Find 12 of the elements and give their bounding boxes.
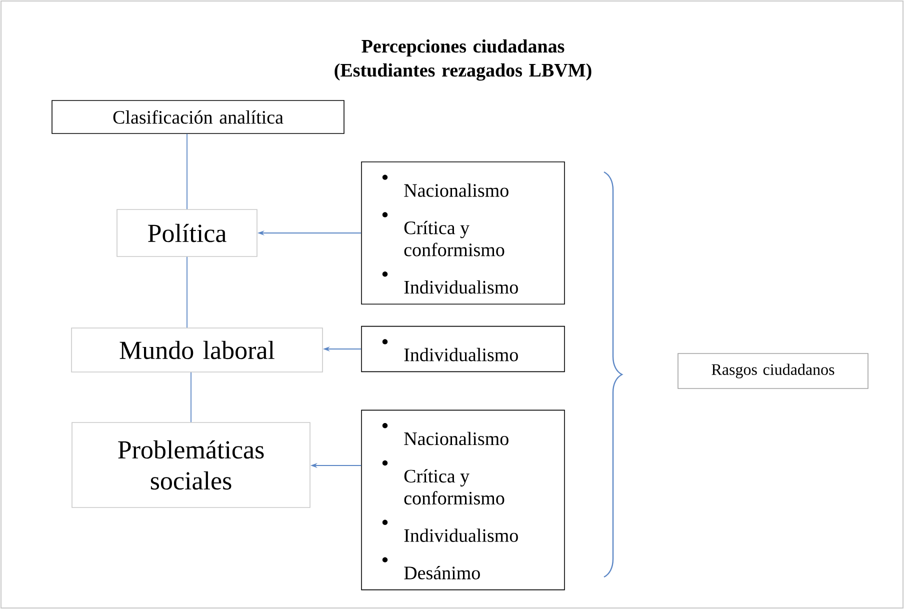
connector-line: [186, 133, 188, 210]
title: Percepciones ciudadanas (Estudiantes rezagados LBVM): [334, 39, 592, 81]
connector-line: [186, 256, 188, 328]
connector-line: [190, 372, 192, 423]
bullet-list-box: Individualismo: [361, 326, 565, 372]
heading-box: Clasificación analítica: [52, 100, 344, 134]
bullet-list-box: Nacionalismo Crítica y conformismo Individualismo: [361, 162, 565, 304]
category-box: Mundo laboral: [71, 328, 323, 372]
category-box: Política: [116, 209, 258, 257]
label-box: Rasgos ciudadanos: [678, 353, 868, 389]
bullet-list-box: Nacionalismo Crítica y conformismo Individualismo Desánimo: [361, 410, 565, 590]
category-box: Problemáticas sociales: [72, 422, 310, 508]
